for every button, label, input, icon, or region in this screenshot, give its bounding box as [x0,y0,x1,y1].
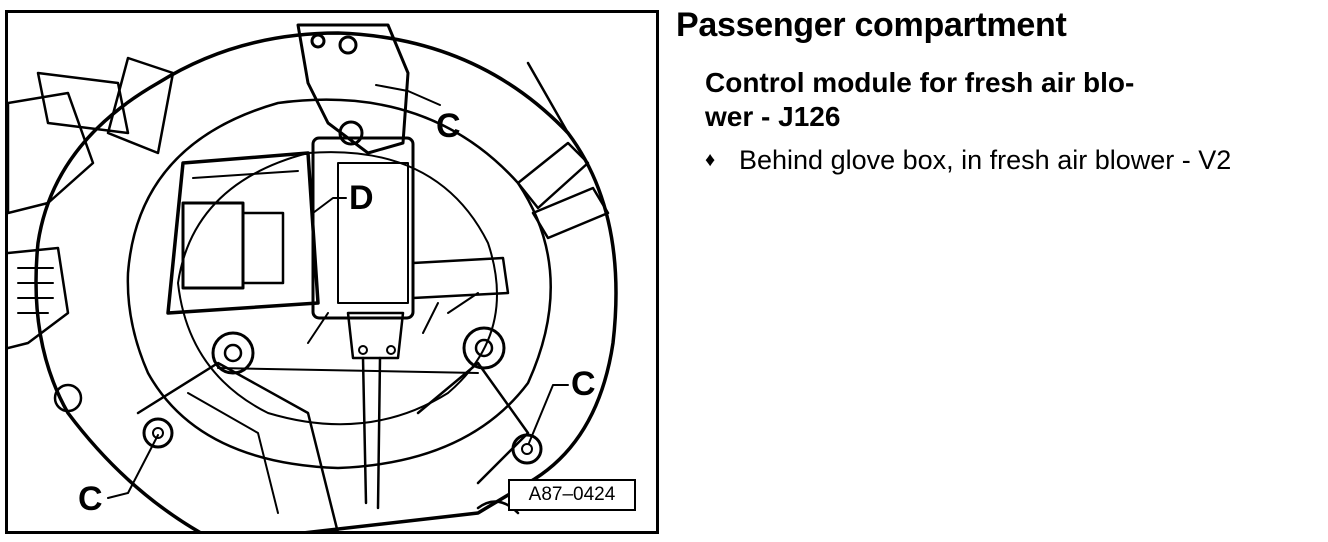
blower-drawing [8,23,618,531]
sensor-probe [361,356,382,510]
component-title-line1: Control module for fresh air blo- [705,67,1135,98]
connector-plug [166,151,320,315]
callout-d: D [349,179,374,217]
fan-ring [177,151,498,426]
control-module [311,136,415,320]
figure-id-label: A87–0424 [508,479,636,511]
callout-c-left: C [78,480,103,518]
callout-c-right: C [571,365,596,403]
lower-housing [136,361,339,531]
leader-c-top [375,84,441,106]
component-title: Control module for fresh air blo- wer - … [705,66,1225,134]
left-duct [8,91,95,215]
leader-d [312,197,347,214]
diamond-bullet-icon: ♦ [705,149,716,171]
technical-illustration: C D C C A87–0424 [5,10,659,534]
housing-inner-ring [126,98,552,470]
callout-c-top: C [436,107,461,145]
component-title-line2: wer - J126 [705,101,841,132]
leader-c-right [528,384,569,444]
right-connector [516,141,590,210]
location-bullet: ♦ Behind glove box, in fresh air blower … [705,145,1231,176]
housing-outline [34,31,618,531]
top-bracket [296,23,410,155]
leader-c-left [107,434,159,499]
location-text: Behind glove box, in fresh air blower - … [739,145,1232,175]
section-title: Passenger compartment [676,6,1067,44]
